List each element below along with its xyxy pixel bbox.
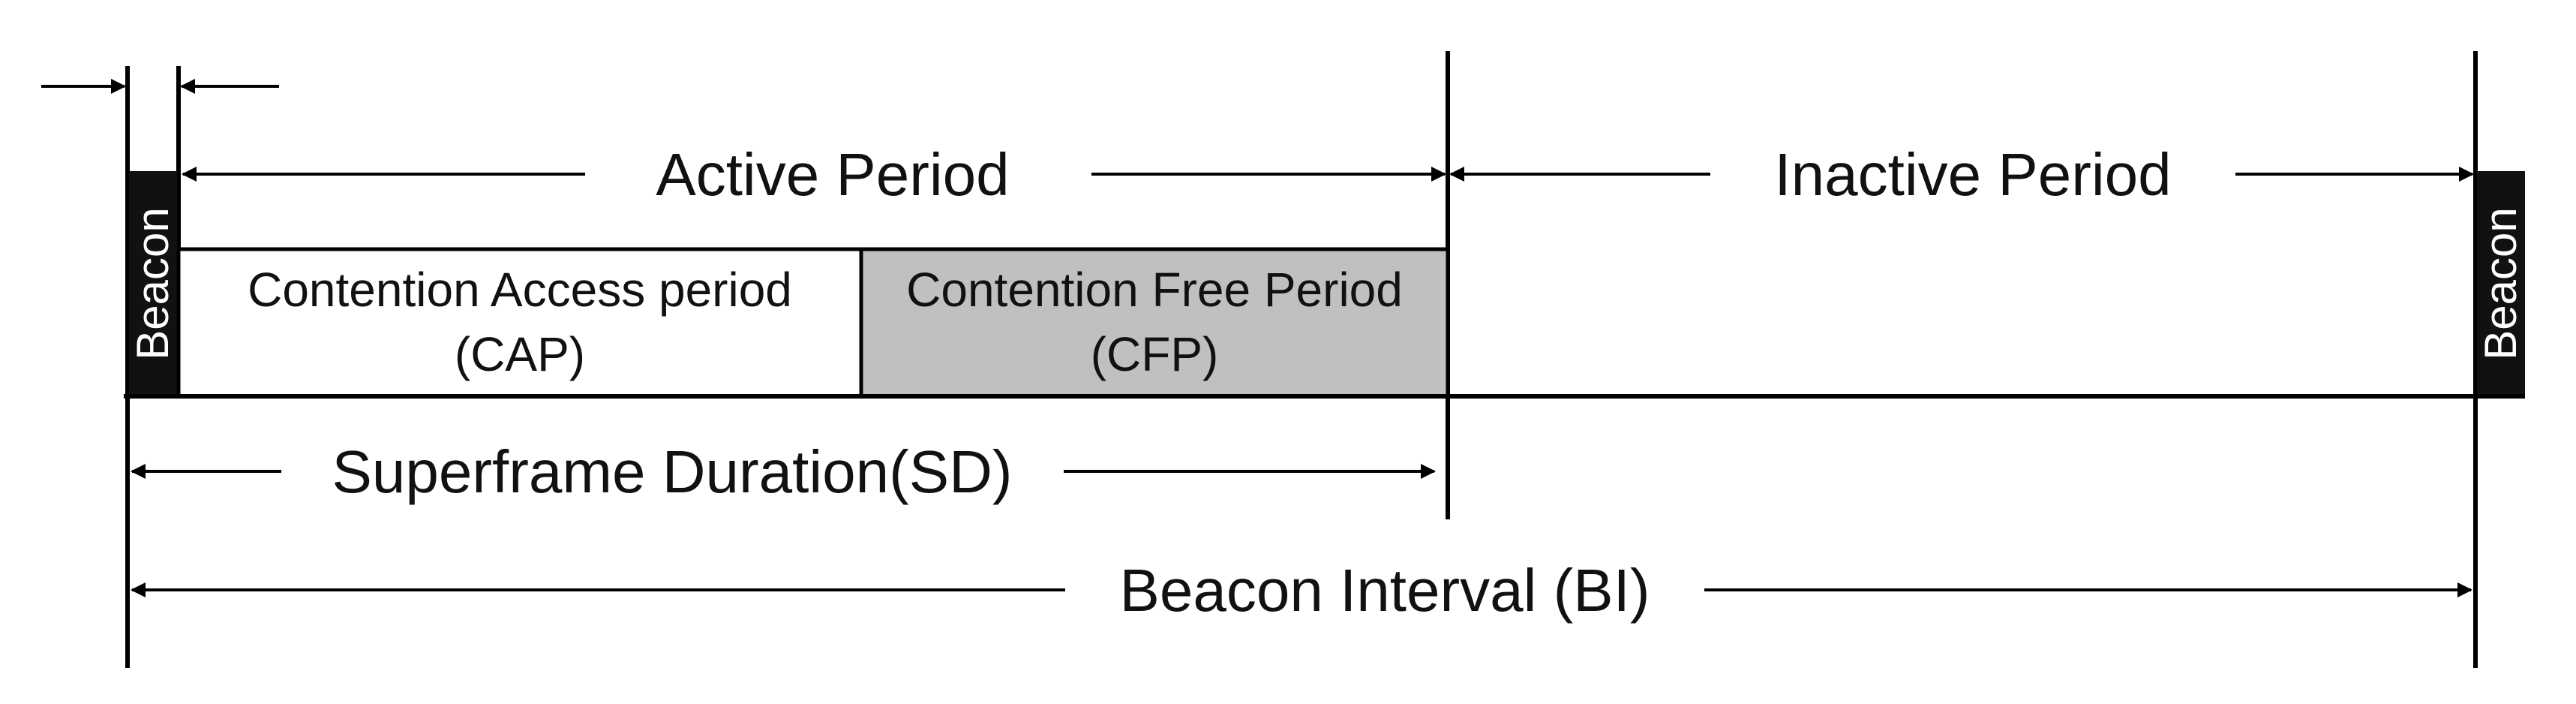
beacon-block-left (129, 171, 177, 396)
beacon-label-right: Beacon (2475, 207, 2526, 360)
active-period-label: Active Period (656, 141, 1009, 208)
beacon-label-left: Beacon (128, 207, 178, 360)
superframe-duration-label: Superframe Duration(SD) (332, 438, 1013, 505)
beacon-block-right (2477, 171, 2525, 396)
cfp-label-line1: Contention Free Period (906, 263, 1403, 317)
cap-label-line2: (CAP) (455, 327, 585, 381)
inactive-period-label: Inactive Period (1774, 141, 2171, 208)
cap-label-line1: Contention Access period (248, 263, 792, 317)
cfp-label-line2: (CFP) (1091, 327, 1219, 381)
beacon-interval-label: Beacon Interval (BI) (1120, 557, 1650, 624)
